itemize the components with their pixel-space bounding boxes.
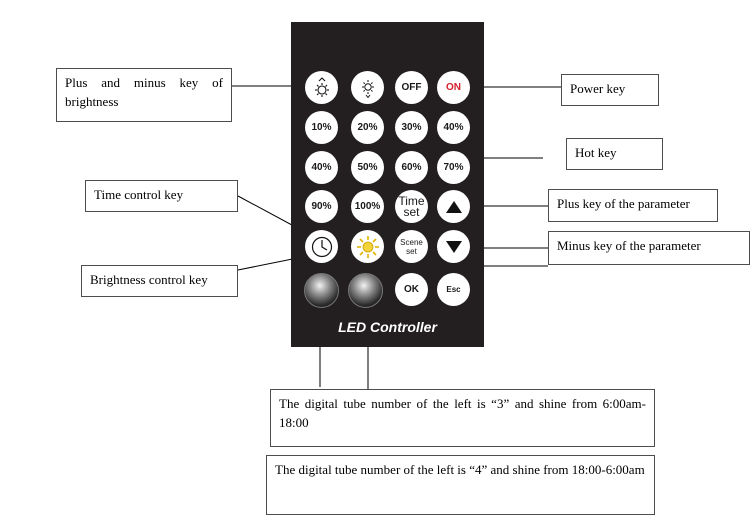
- sun-icon: [356, 235, 379, 258]
- label-digital-tube-3: The digital tube number of the left is “…: [270, 389, 655, 447]
- label-minus-key-parameter: Minus key of the parameter: [548, 231, 750, 265]
- preset-90-button[interactable]: 90%: [305, 190, 338, 223]
- preset-60-button[interactable]: 60%: [395, 151, 428, 184]
- brightness-down-icon: [361, 79, 374, 98]
- preset-40-button[interactable]: 40%: [437, 111, 470, 144]
- preset-30-button[interactable]: 30%: [395, 111, 428, 144]
- digital-tube-4-button[interactable]: [348, 273, 383, 308]
- clock-icon: [311, 236, 332, 257]
- label-hot-key: Hot key: [566, 138, 663, 170]
- time-control-button[interactable]: [305, 230, 338, 263]
- label-time-control-key: Time control key: [85, 180, 238, 212]
- preset-10-button[interactable]: 10%: [305, 111, 338, 144]
- off-button[interactable]: OFF: [395, 71, 428, 104]
- remote-title: LED Controller: [338, 319, 437, 335]
- time-set-label-line2: set: [403, 204, 420, 219]
- parameter-minus-button[interactable]: [437, 230, 470, 263]
- esc-button[interactable]: Esc: [437, 273, 470, 306]
- label-plus-minus-brightness: Plus and minus key of brightness: [56, 68, 232, 122]
- parameter-plus-button[interactable]: [437, 190, 470, 223]
- triangle-down-icon: [445, 240, 462, 253]
- scene-set-label-line1: Scene: [400, 237, 423, 247]
- preset-20-button[interactable]: 20%: [351, 111, 384, 144]
- label-power-key: Power key: [561, 74, 659, 106]
- brightness-up-icon: [314, 76, 329, 97]
- time-set-label-line1: Time: [398, 193, 425, 208]
- label-digital-tube-4: The digital tube number of the left is “…: [266, 455, 655, 515]
- led-remote-control: OFF ON 10% 20% 30% 40% 40% 50% 60% 70% 9…: [291, 22, 484, 347]
- scene-set-button[interactable]: Scene set: [395, 230, 428, 263]
- preset-50-button[interactable]: 50%: [351, 151, 384, 184]
- scene-set-label-line2: set: [406, 246, 417, 256]
- triangle-up-icon: [445, 200, 462, 213]
- brightness-control-button[interactable]: [351, 230, 384, 263]
- preset-70-button[interactable]: 70%: [437, 151, 470, 184]
- label-plus-key-parameter: Plus key of the parameter: [548, 189, 718, 222]
- preset-40-button-second[interactable]: 40%: [305, 151, 338, 184]
- label-brightness-control-key: Brightness control key: [81, 265, 238, 297]
- digital-tube-3-button[interactable]: [304, 273, 339, 308]
- on-button[interactable]: ON: [437, 71, 470, 104]
- brightness-plus-button[interactable]: [305, 71, 338, 104]
- time-set-button[interactable]: Time set: [395, 190, 428, 223]
- ok-button[interactable]: OK: [395, 273, 428, 306]
- preset-100-button[interactable]: 100%: [351, 190, 384, 223]
- brightness-minus-button[interactable]: [351, 71, 384, 104]
